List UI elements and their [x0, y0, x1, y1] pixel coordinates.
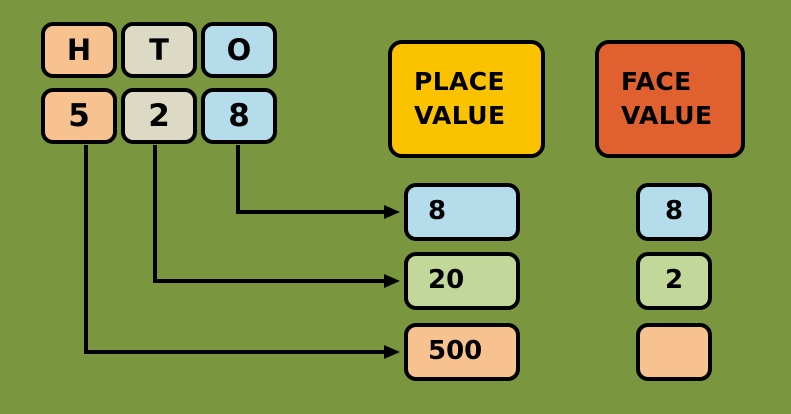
column-header-tens-label: T [149, 32, 169, 67]
digit-hundreds[interactable]: 5 [41, 88, 117, 144]
digit-hundreds-label: 5 [68, 97, 90, 134]
place-value-box-hundreds-label: 500 [428, 336, 483, 367]
face-value-header-line2: VALUE [621, 100, 713, 130]
connector-ones-to-8 [236, 145, 388, 214]
face-value-box-tens[interactable]: 2 [636, 252, 712, 310]
connector-hundreds-to-500 [84, 145, 388, 354]
place-value-header-line1: PLACE [414, 67, 506, 97]
face-value-box-ones-label: 8 [664, 196, 684, 227]
place-value-box-ones-label: 8 [428, 196, 447, 227]
arrowhead-tens [384, 274, 400, 288]
digit-ones[interactable]: 8 [201, 88, 277, 144]
face-value-header-line1: FACE [621, 67, 692, 97]
place-value-box-hundreds[interactable]: 500 [404, 323, 520, 381]
digit-tens-label: 2 [148, 97, 170, 134]
column-header-tens: T [121, 22, 197, 78]
place-value-box-ones[interactable]: 8 [404, 183, 520, 241]
column-header-hundreds: H [41, 22, 117, 78]
column-header-ones: O [201, 22, 277, 78]
face-value-box-tens-label: 2 [664, 265, 684, 296]
place-value-header: PLACE VALUE [388, 40, 545, 158]
face-value-box-hundreds[interactable] [636, 323, 712, 381]
digit-ones-label: 8 [228, 97, 250, 134]
connector-tens-to-20 [153, 145, 388, 283]
column-header-ones-label: O [226, 32, 252, 67]
place-value-header-line2: VALUE [414, 100, 506, 130]
face-value-box-ones[interactable]: 8 [636, 183, 712, 241]
arrowhead-ones [384, 205, 400, 219]
face-value-header: FACE VALUE [595, 40, 745, 158]
column-header-hundreds-label: H [66, 32, 92, 67]
place-value-box-tens-label: 20 [428, 265, 465, 296]
arrowhead-hundreds [384, 345, 400, 359]
place-value-box-tens[interactable]: 20 [404, 252, 520, 310]
digit-tens[interactable]: 2 [121, 88, 197, 144]
